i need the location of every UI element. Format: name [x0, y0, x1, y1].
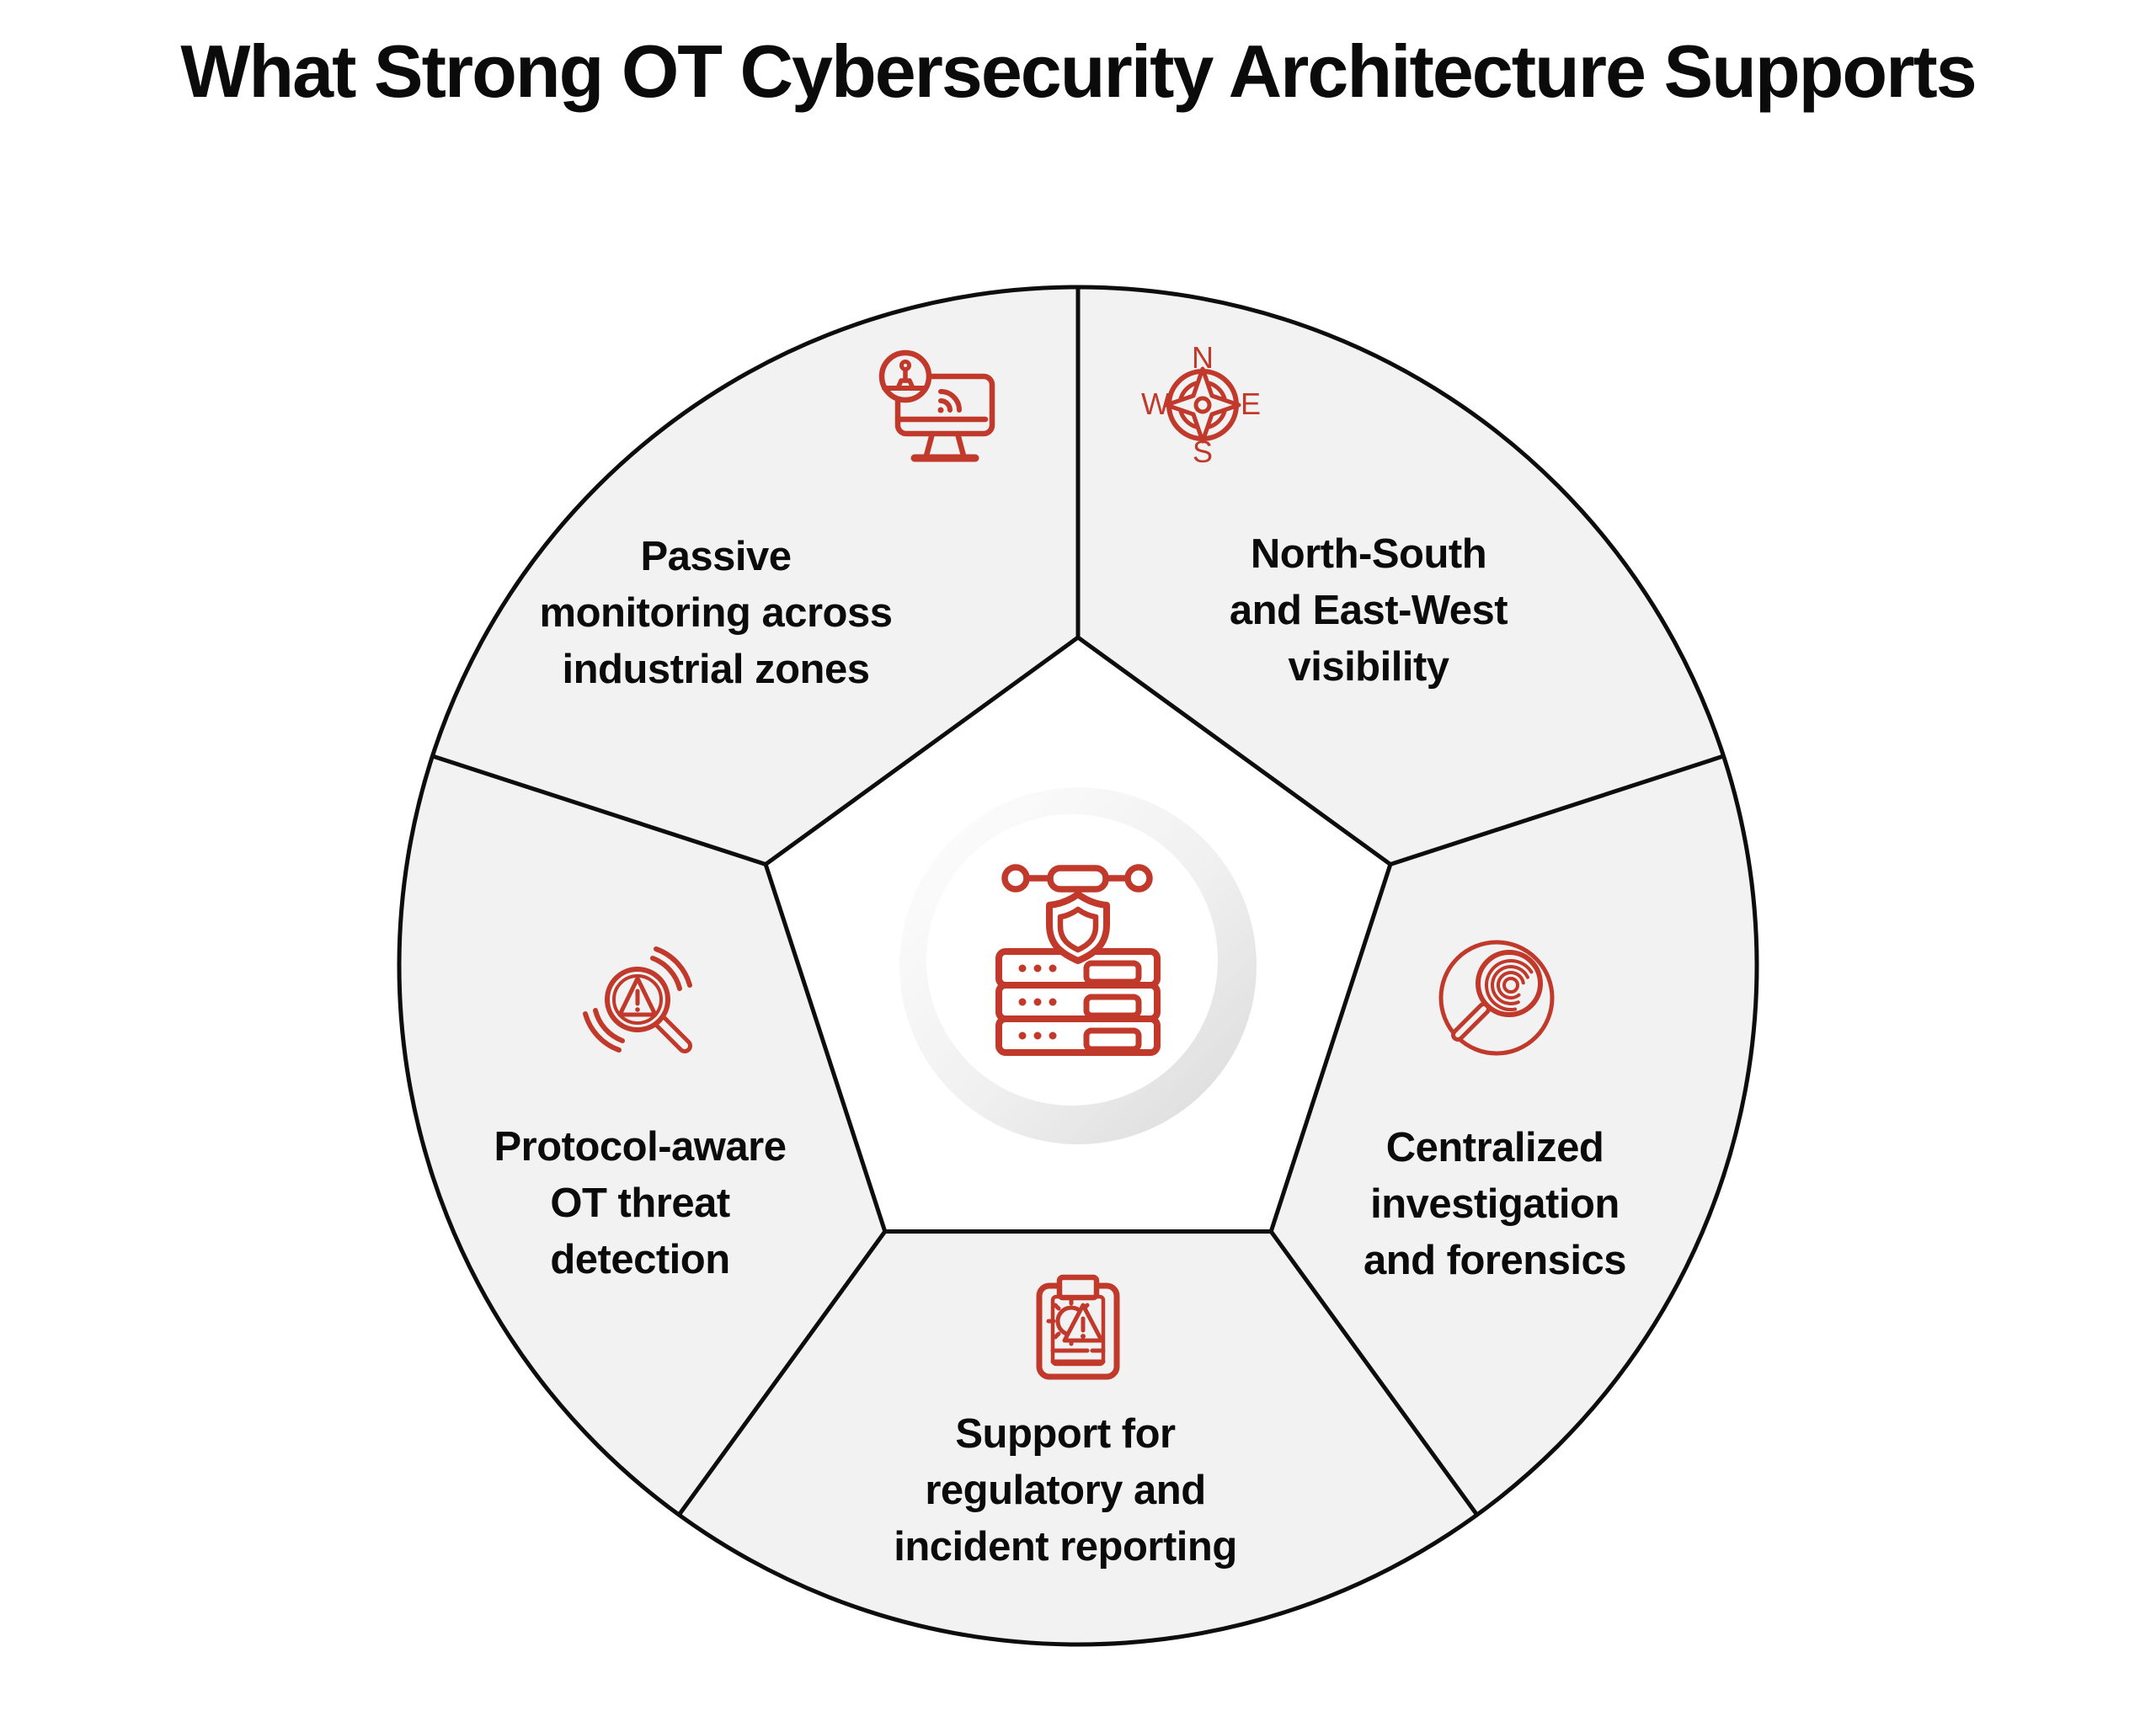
segment-label-line: detection — [550, 1237, 730, 1282]
segment-label-line: Support for — [955, 1411, 1176, 1457]
segment-divider-lines — [431, 287, 1725, 1516]
segment-label-threat-detection: Protocol-aware OT threat detection — [337, 1119, 943, 1288]
segment-label-line: visibility — [1288, 644, 1449, 690]
segment-label-line: investigation — [1370, 1181, 1620, 1227]
segment-label-line: industrial zones — [562, 647, 870, 692]
compass-letter-w: W — [1141, 386, 1170, 421]
compass-letter-e: E — [1241, 386, 1261, 421]
magnifier-warning-icon — [583, 946, 692, 1053]
segment-label-line: North-South — [1250, 531, 1487, 577]
clipboard-alert-icon — [1036, 1274, 1120, 1380]
segment-label-forensics: Centralized investigation and forensics — [1192, 1120, 1798, 1289]
segment-label-line: regulatory and — [925, 1468, 1206, 1513]
segment-label-reporting: Support for regulatory and incident repo… — [762, 1406, 1369, 1575]
fingerprint-magnifier-icon — [1438, 940, 1555, 1056]
compass-icon: N E S W — [1141, 340, 1261, 469]
segment-label-line: OT threat — [550, 1181, 730, 1226]
segment-label-line: monitoring across — [539, 590, 893, 636]
segment-label-line: and East-West — [1229, 588, 1508, 633]
server-shield-network-icon — [995, 864, 1161, 1056]
compass-letter-s: S — [1193, 434, 1213, 469]
center-disc — [899, 787, 1257, 1144]
segment-label-line: and forensics — [1363, 1238, 1627, 1283]
segment-label-line: Protocol-aware — [494, 1124, 787, 1170]
page-title: What Strong OT Cybersecurity Architectur… — [180, 29, 1977, 113]
compass-letter-n: N — [1192, 340, 1214, 375]
segment-label-line: Passive — [640, 534, 792, 579]
segment-label-line: incident reporting — [894, 1524, 1237, 1570]
satellite-monitor-icon — [878, 349, 995, 462]
segment-label-visibility: North-South and East-West visibility — [1065, 526, 1672, 696]
segment-label-passive-monitoring: Passive monitoring across industrial zon… — [413, 529, 1019, 698]
segment-label-line: Centralized — [1385, 1125, 1604, 1170]
